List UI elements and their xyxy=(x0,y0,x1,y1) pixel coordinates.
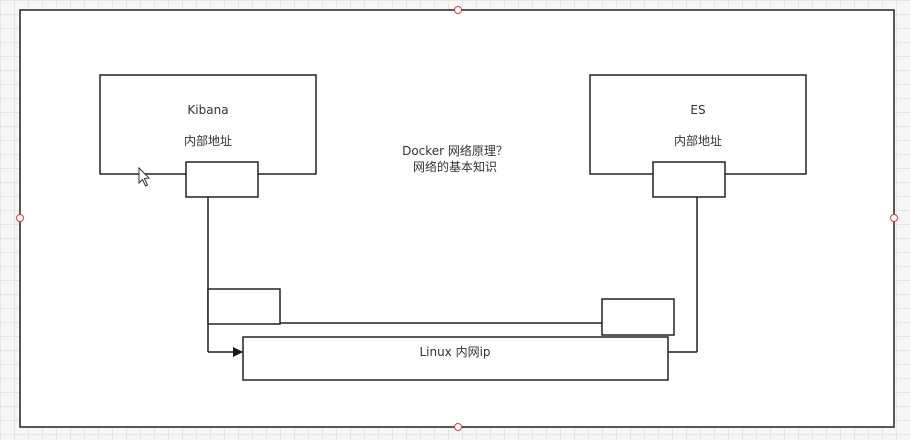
linux-bridge-label: Linux 内网ip xyxy=(419,345,490,359)
es-subtitle: 内部地址 xyxy=(674,133,722,148)
host-interface-right-box[interactable] xyxy=(601,298,675,336)
selection-handle-left[interactable] xyxy=(16,214,24,222)
host-interface-left-box[interactable] xyxy=(207,288,281,325)
es-interface-box[interactable] xyxy=(652,161,726,198)
kibana-title: Kibana xyxy=(187,103,228,117)
linux-bridge-box[interactable] xyxy=(242,336,669,381)
es-title: ES xyxy=(690,103,705,117)
selection-handle-bottom[interactable] xyxy=(454,423,462,431)
selection-handle-right[interactable] xyxy=(890,214,898,222)
selection-handle-top[interactable] xyxy=(454,6,462,14)
kibana-subtitle: 内部地址 xyxy=(184,133,232,148)
es-box[interactable] xyxy=(589,74,807,175)
center-note-line1: Docker 网络原理？ xyxy=(402,143,508,158)
kibana-box[interactable] xyxy=(99,74,317,175)
mouse-cursor-icon xyxy=(138,166,151,187)
center-note-line2: 网络的基本知识 xyxy=(413,159,497,174)
kibana-interface-box[interactable] xyxy=(185,161,259,198)
